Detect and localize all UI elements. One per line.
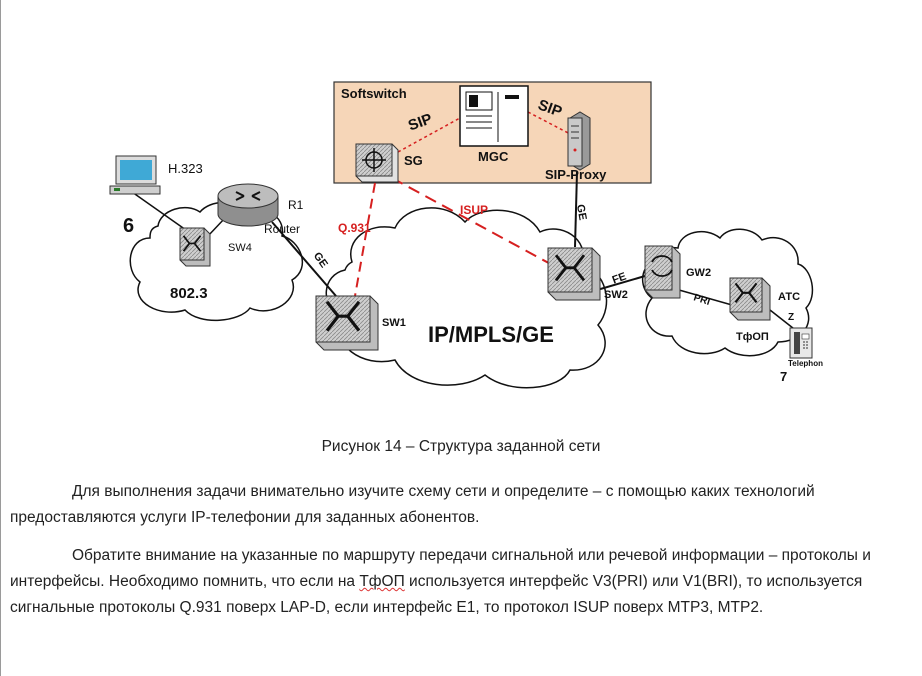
paragraph-2: Обратите внимание на указанные по маршру… [10,543,922,621]
subscriber-7-label: 7 [780,369,787,384]
mgc-label: MGC [478,149,509,164]
link-sipproxy-sw2 [574,171,578,248]
sw1-label: SW1 [382,317,406,329]
spellcheck-word-tfop: ТфОП [359,573,405,590]
atc-switch-icon [729,277,771,321]
sw2-switch-icon [547,247,601,301]
ge-left-label: GE [311,250,330,270]
mgc-server [459,85,529,147]
telephon-label: Telephon [788,359,823,368]
network-diagram: Softswitch SG [109,81,823,389]
link-pc-sw4 [131,191,187,231]
fe-label: FE [611,271,628,287]
isup-label: ISUP [460,203,488,217]
softswitch-title: Softswitch [341,86,407,101]
cloud-8023 [129,201,304,322]
gw2-gateway-icon [644,245,681,299]
r1-label: R1 [288,198,304,212]
cloud-ipmpls [325,207,608,389]
ge-right-label: GE [574,203,589,221]
gw2-label: GW2 [686,267,711,279]
z-label: Z [788,312,794,323]
router-label: Router [264,222,300,236]
paragraph-2-part-1: Обратите внимание на указанные по маршру… [10,547,871,590]
sw4-switch-icon [179,227,211,267]
sg-label: SG [404,153,423,168]
signal-sg-sw2 [391,177,557,268]
link-gw2-atc [671,287,733,306]
page-margin-line [0,0,1,676]
h323-label: H.323 [168,161,203,176]
link-r1-sw4 [207,217,226,237]
sip-proxy-server [567,111,591,171]
ipmpls-label: IP/MPLS/GE [428,322,554,347]
link-sw2-gw2 [596,275,646,291]
figure-caption: Рисунок 14 – Структура заданной сети [321,438,601,455]
h323-pc-icon [109,155,161,195]
cloud-pstn [641,228,814,357]
sip-proxy-label: SIP-Proxy [545,167,607,182]
sw1-switch-icon [315,295,379,351]
tfop-label: ТфОП [736,331,769,343]
paragraph-2-part-2: используется интерфейс V3(PRI) или V1(BR… [10,573,863,616]
signal-sg-sw1 [354,182,376,297]
signal-mgc-sipproxy [527,111,573,136]
sw2-label: SW2 [604,289,628,301]
telephone-icon [789,327,813,359]
paragraph-1: Для выполнения задачи внимательно изучит… [10,483,815,526]
net-8023-label: 802.3 [170,285,208,302]
link-r1-sw1 [271,221,337,297]
subscriber-6-label: 6 [123,215,134,237]
pri-label: PRI [692,292,711,308]
sw4-label: SW4 [228,242,252,254]
router-r1-icon [217,183,279,227]
sg-device [355,143,399,183]
q931-label: Q.931 [338,221,371,235]
atc-label: АТС [778,291,800,303]
